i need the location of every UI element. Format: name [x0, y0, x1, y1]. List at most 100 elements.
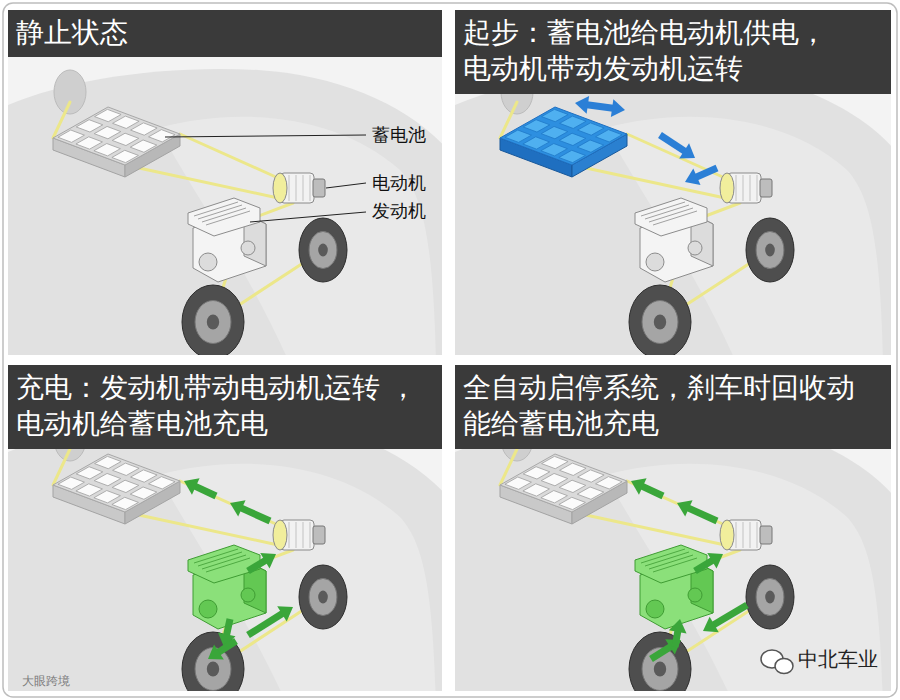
leader-line [250, 212, 366, 222]
motor-cap [313, 526, 325, 544]
engine-side [244, 560, 266, 613]
panel-art [455, 10, 891, 355]
flow-arrow-head [184, 478, 200, 494]
rim [756, 231, 784, 268]
wheel [629, 632, 691, 691]
engine-pulley [199, 253, 217, 271]
motor-face [720, 520, 734, 550]
engine-pulley [646, 600, 664, 618]
battery-cell [58, 130, 85, 142]
tire [299, 565, 347, 629]
engine-ridge [641, 549, 685, 563]
wheel [746, 565, 794, 629]
flow-arrow-shaft [688, 508, 717, 521]
battery-tray [53, 454, 180, 512]
wheel [629, 285, 691, 355]
watermark: 大眼跨境 [22, 674, 70, 688]
wheel [182, 632, 244, 691]
tire [299, 218, 347, 282]
motor-face [273, 173, 287, 203]
motor-fin [303, 175, 304, 201]
panel-art [455, 365, 891, 691]
engine-pulley [688, 241, 702, 255]
rim [309, 231, 337, 268]
engine-head [635, 198, 707, 236]
battery-cell [94, 144, 121, 156]
engine-ridge [202, 208, 246, 222]
battery-cell [76, 120, 103, 132]
engine-pulley [646, 253, 664, 271]
engine-pulley [688, 588, 702, 602]
engine-ridge [194, 202, 238, 216]
part-label: 发动机 [372, 200, 426, 222]
battery-pack [53, 454, 180, 524]
battery-tray [500, 454, 627, 512]
tire [746, 565, 794, 629]
part-label: 电动机 [372, 172, 426, 194]
engine-pulley [241, 241, 255, 255]
battery-cell [112, 480, 139, 492]
motor-cap [313, 179, 325, 197]
motor [720, 520, 772, 550]
flow-arrow-head [703, 617, 719, 632]
battery-cell [131, 470, 158, 482]
battery-cell [505, 130, 532, 142]
engine-ridge [198, 552, 242, 566]
leader-line [165, 135, 366, 137]
motor-cap [760, 179, 772, 197]
motor-fin [757, 522, 758, 548]
rear-wheel-far [54, 70, 86, 114]
panel: 全自动启停系统，刹车时回收动 能给蓄电池充电 [455, 365, 891, 691]
flow-arrow-head [707, 553, 723, 568]
motor [273, 173, 325, 203]
flow-arrow-shaft [195, 486, 216, 496]
battery-cell [596, 477, 623, 489]
engine [188, 198, 266, 282]
battery-pack [53, 107, 180, 177]
battery-cell [130, 140, 157, 152]
car-illustration [455, 69, 891, 355]
motor-fin [750, 522, 751, 548]
watermark: 中北车业 [798, 647, 878, 671]
hub [318, 244, 328, 257]
battery-pack [500, 107, 627, 177]
battery-cell [523, 137, 550, 149]
flow-arrow-head [208, 644, 224, 659]
battery-cell [560, 116, 587, 128]
engine-ridge [653, 211, 697, 225]
motor-fin [289, 175, 290, 201]
engine-pulley [241, 588, 255, 602]
battery-cell [559, 150, 586, 162]
panel-heading: 静止状态 [8, 10, 442, 57]
battery-cell [94, 126, 121, 138]
panel: 充电：发动机带动电动机运转 ，电动机给蓄电池充电 [8, 365, 442, 691]
flow-arrow-shaft [248, 560, 266, 571]
panel: 起步：蓄电池给电动机供电， 电动机带动发动机运转 [455, 10, 891, 355]
flow-arrow-shaft [218, 641, 236, 653]
engine-head [635, 545, 707, 583]
engine-ridge [645, 205, 689, 219]
motor [273, 520, 325, 550]
battery-cell [76, 467, 103, 479]
battery-cell [149, 130, 176, 142]
car-body-highlight [158, 464, 436, 691]
watermark-icon [761, 650, 793, 674]
battery-cell [523, 467, 550, 479]
battery-cell [76, 484, 103, 496]
battery-cell [577, 140, 604, 152]
motor-fin [303, 522, 304, 548]
drive-line [572, 165, 725, 198]
battery-tray [53, 107, 180, 165]
battery-cell [130, 487, 157, 499]
flow-arrow-head [677, 500, 693, 516]
engine-ridge [649, 208, 693, 222]
battery-cell [76, 137, 103, 149]
motor-fin [750, 175, 751, 201]
hub [765, 244, 775, 257]
engine-head [188, 545, 260, 583]
flow-arrow-head [277, 606, 293, 621]
battery-cell [577, 487, 604, 499]
rim [756, 578, 784, 615]
motor-fin [296, 522, 297, 548]
motor-fin [743, 522, 744, 548]
